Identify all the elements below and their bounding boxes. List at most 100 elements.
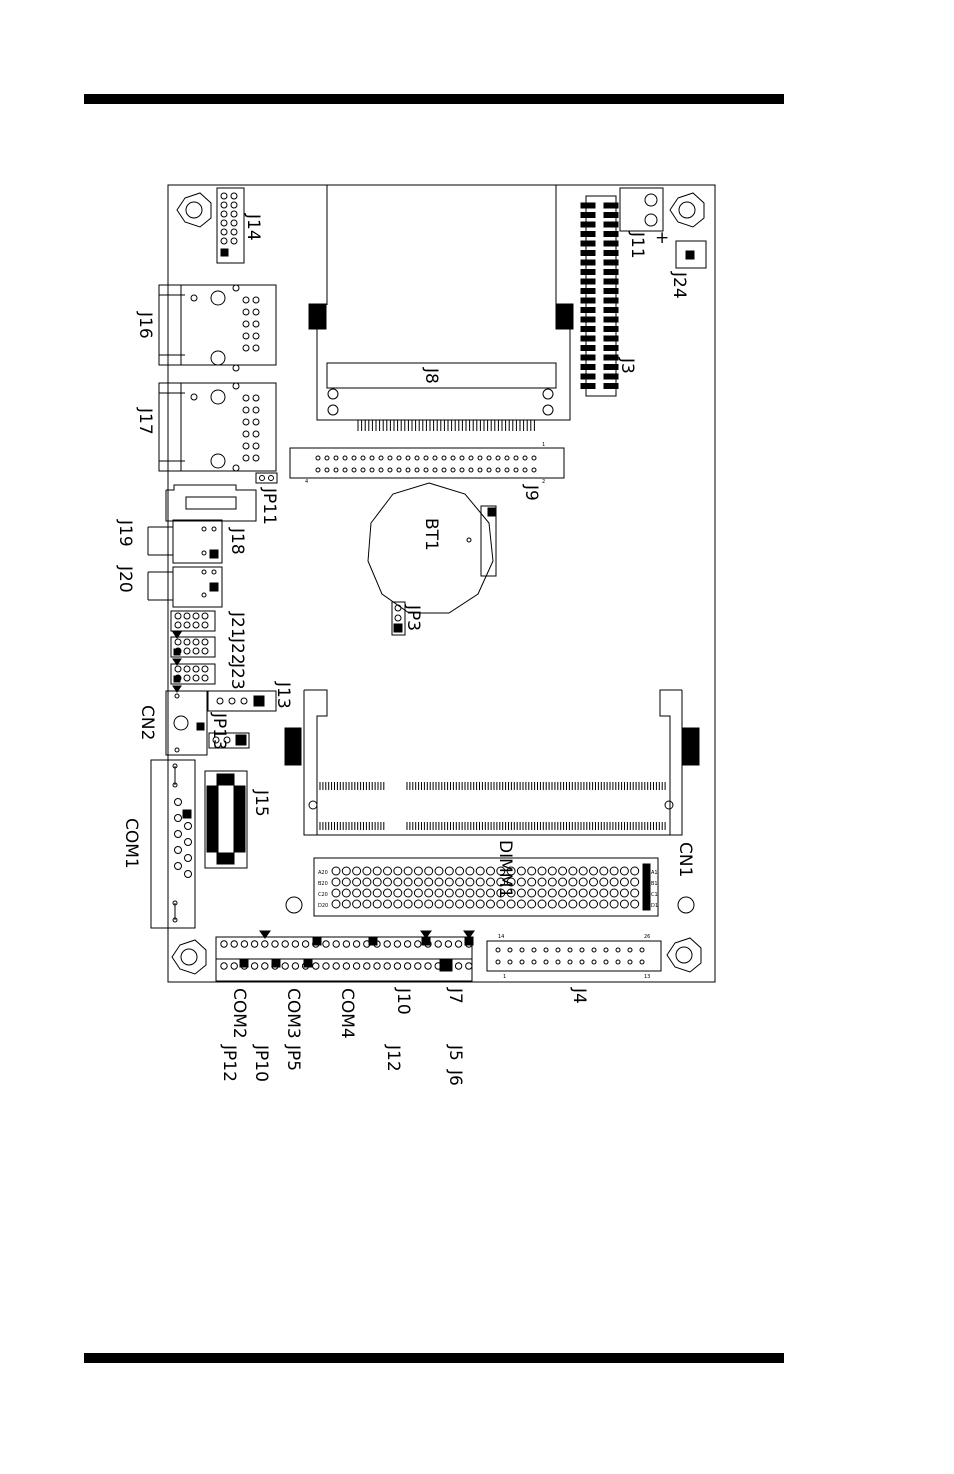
pin [507,947,513,953]
pin [242,418,250,426]
label-jp3: JP3 [403,604,423,631]
pin [459,467,465,473]
pin [403,899,413,909]
pin [486,899,495,909]
pin [639,959,645,965]
pin [477,467,483,473]
pin [341,866,351,876]
pin [396,467,402,473]
pin [537,899,547,909]
pin [342,940,351,948]
label-j10: J10 [393,987,413,1015]
pin [183,638,191,646]
pin [589,877,598,887]
mounting-hole-bottom-left [171,939,207,975]
label-j15: J15 [251,789,271,817]
label-j20: J20 [115,565,135,593]
pin [475,888,485,898]
label-j16: J16 [135,311,155,339]
label-cn2: CN2 [137,705,157,740]
pin [363,962,371,970]
pin-label-cn1-a20: A20 [318,870,328,876]
pin [403,962,412,970]
pin [454,940,463,948]
pin [393,962,402,970]
pin [405,467,411,473]
pin [459,455,465,461]
label-com1: COM1 [121,818,141,869]
pin [174,798,182,806]
pin [174,638,182,646]
pin-contact [580,307,596,313]
pin-contact [603,269,619,275]
pin [252,454,260,462]
pin [543,947,549,953]
pin [281,962,289,970]
pin-contact [603,250,619,256]
pin [504,467,510,473]
pin [315,467,321,473]
label-com4: COM4 [337,988,357,1039]
pin-contact [580,269,596,275]
pin [475,866,485,876]
j24-connector [675,240,707,269]
pin [184,822,192,830]
pin [558,888,568,898]
pin-label-j9-left: 4 [305,479,308,485]
pin-label-j4-26: 26 [644,934,650,940]
pin [331,888,341,898]
pin [252,344,260,352]
pin [261,962,269,970]
pin-contact [603,307,619,313]
com1-connector [150,759,196,929]
pin [414,940,422,948]
pin [578,866,588,876]
pin-contact [580,326,596,332]
pin [383,877,392,887]
pin-contact [580,202,596,209]
pin [383,940,391,948]
pin [424,888,434,898]
pin-contact [580,316,596,323]
pin-contact [580,354,596,361]
pin [403,877,413,887]
pin [486,888,495,898]
pin-contact [580,364,596,370]
pin [230,192,238,200]
pin [555,959,561,965]
pin [174,665,182,673]
j18-connector [147,519,223,564]
pin [513,467,519,473]
pin [291,962,300,970]
j11-power-connector [619,187,664,232]
bottom-headers [215,930,475,982]
pin [242,430,250,438]
label-bt1: BT1 [421,518,441,551]
pin [547,866,557,876]
pin [252,332,260,340]
pin [252,430,260,438]
pin [424,899,434,909]
pin [444,940,453,948]
pin [414,962,422,970]
jp13-jumper [208,732,250,749]
pin [522,455,528,461]
pin [405,455,411,461]
pin [341,888,351,898]
pin [352,899,362,909]
pin-label-j4-1: 1 [503,974,506,980]
pin [183,647,191,655]
pin [183,674,191,682]
pin [242,442,250,450]
pin [495,455,501,461]
bt1-battery [367,482,497,614]
pin [639,947,645,953]
pin-contact [580,373,596,380]
pin-contact [580,288,596,294]
pin [543,959,549,965]
dimm1-slot [284,689,700,836]
pin-contact [603,240,619,247]
pin [230,219,238,227]
pin-contact [603,297,619,304]
pin [558,899,568,909]
